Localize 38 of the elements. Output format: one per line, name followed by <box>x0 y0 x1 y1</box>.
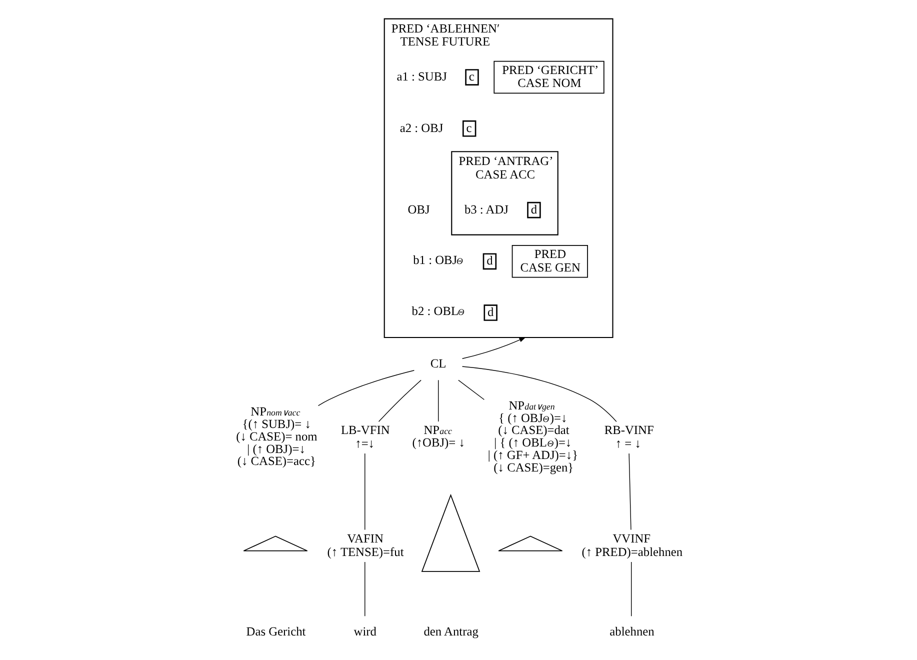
node-text: VVINF (↑ PRED)=ablehnen <box>582 532 683 559</box>
node-text: NPacc (↑OBJ)= ↓ <box>412 423 465 450</box>
connector <box>438 380 439 422</box>
node-box: d <box>527 202 541 218</box>
node-triangle <box>421 494 480 572</box>
connector <box>628 453 632 530</box>
node-text: RB-VINF ↑ = ↓ <box>604 423 654 450</box>
node-text: CL <box>430 356 446 370</box>
label: b1 : OBJΘ <box>413 252 463 267</box>
node-box: PRED ‘GERICHT’ CASE NOM <box>494 60 604 94</box>
node-text: ablehnen <box>610 624 654 639</box>
connector <box>458 380 485 400</box>
label: b2 : OBLΘ <box>412 304 464 318</box>
connector <box>378 380 422 422</box>
node-box: PRED CASE GEN <box>512 245 588 278</box>
label: a2 : OBJ <box>400 120 444 135</box>
arrow <box>462 337 526 359</box>
node-box: c <box>465 69 479 86</box>
node-triangle <box>498 536 563 552</box>
connector <box>364 453 366 530</box>
connector <box>364 562 366 616</box>
node-text: NPnom∨acc {(↑ SUBJ)= ↓ (↓ CASE)= nom | (↑ OBJ)=↓ (↓ CASE)=acc} <box>236 404 318 468</box>
node-text: wird <box>354 624 377 639</box>
connector <box>631 562 632 616</box>
connector <box>318 370 415 406</box>
node-text: den Antrag <box>424 624 478 639</box>
label: a1 : SUBJ <box>396 70 447 84</box>
node-text: VAFIN (↑ TENSE)=fut <box>327 532 404 559</box>
node-triangle <box>243 536 308 552</box>
node-text: NPdat∨gen { (↑ OBJΘ)=↓ (↓ CASE)=dat | { (↑ OBLΘ)=↓ | (↑ GF+ ADJ)=↓} (↓ CASE)=gen} <box>488 398 578 474</box>
node-box: c <box>462 120 476 137</box>
node-text: LB-VFIN ↑=↓ <box>340 423 390 450</box>
node-text: Das Gericht <box>246 624 306 639</box>
label: OBJ <box>408 202 430 216</box>
connector <box>462 366 617 422</box>
label: b3 : ADJ <box>464 202 508 216</box>
node-box: d <box>484 304 498 321</box>
node-box: d <box>482 253 497 270</box>
